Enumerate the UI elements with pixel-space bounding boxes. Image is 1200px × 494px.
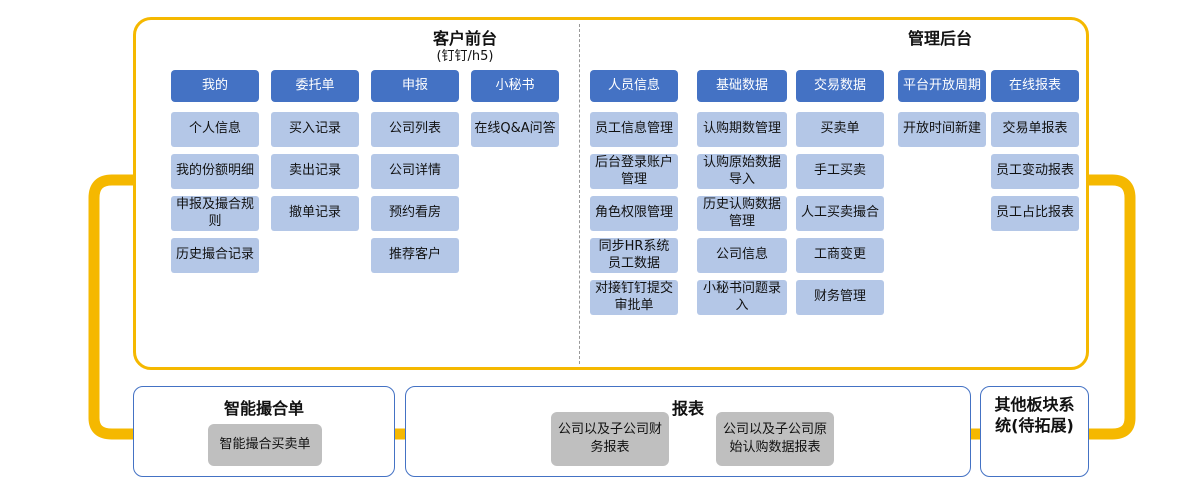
- module-item: 公司详情: [371, 154, 459, 189]
- module-item: 推荐客户: [371, 238, 459, 273]
- client-title: 客户前台: [432, 29, 497, 48]
- module-item: 买卖单: [796, 112, 884, 147]
- module-header-orders: 委托单: [271, 70, 359, 102]
- module-item: 个人信息: [171, 112, 259, 147]
- module-header-online-reports: 在线报表: [991, 70, 1079, 102]
- module-item: 员工变动报表: [991, 154, 1079, 189]
- module-item: 员工信息管理: [590, 112, 678, 147]
- reports-box: [405, 386, 971, 477]
- matching-title: 智能撮合单: [223, 399, 304, 418]
- module-item: 同步HR系统员工数据: [590, 238, 678, 273]
- module-item: 预约看房: [371, 196, 459, 231]
- module-item: 角色权限管理: [590, 196, 678, 231]
- module-item: 小秘书问题录入: [697, 280, 787, 315]
- module-item: 认购期数管理: [697, 112, 787, 147]
- module-column-orders: 买入记录 卖出记录 撤单记录: [271, 112, 359, 231]
- reports-title: 报表: [671, 399, 704, 418]
- module-header-open-period: 平台开放周期: [898, 70, 986, 102]
- module-item: 历史认购数据管理: [697, 196, 787, 231]
- module-item: 在线Q&A问答: [471, 112, 559, 147]
- module-column-online-reports: 交易单报表 员工变动报表 员工占比报表: [991, 112, 1079, 231]
- module-item: 手工买卖: [796, 154, 884, 189]
- module-header-basic-data: 基础数据: [697, 70, 787, 102]
- report-item: 公司以及子公司财务报表: [551, 412, 669, 466]
- module-item: 公司列表: [371, 112, 459, 147]
- module-item: 申报及撮合规则: [171, 196, 259, 231]
- client-subtitle: (钉钉/h5): [436, 49, 494, 64]
- module-item: 人工买卖撮合: [796, 196, 884, 231]
- module-column-staff: 员工信息管理 后台登录账户管理 角色权限管理 同步HR系统员工数据 对接钉钉提交…: [590, 112, 678, 315]
- module-column-basic-data: 认购期数管理 认购原始数据导入 历史认购数据管理 公司信息 小秘书问题录入: [697, 112, 787, 315]
- module-item: 工商变更: [796, 238, 884, 273]
- module-item: 员工占比报表: [991, 196, 1079, 231]
- module-header-staff: 人员信息: [590, 70, 678, 102]
- module-header-my: 我的: [171, 70, 259, 102]
- module-item: 历史撮合记录: [171, 238, 259, 273]
- module-header-assistant: 小秘书: [471, 70, 559, 102]
- module-item: 我的份额明细: [171, 154, 259, 189]
- module-item: 对接钉钉提交审批单: [590, 280, 678, 315]
- module-column-trade-data: 买卖单 手工买卖 人工买卖撮合 工商变更 财务管理: [796, 112, 884, 315]
- module-item: 交易单报表: [991, 112, 1079, 147]
- module-item: 后台登录账户管理: [590, 154, 678, 189]
- module-column-my: 个人信息 我的份额明细 申报及撮合规则 历史撮合记录: [171, 112, 259, 273]
- module-header-declare: 申报: [371, 70, 459, 102]
- report-item: 公司以及子公司原始认购数据报表: [716, 412, 834, 466]
- other-title: 其他板块系统(待拓展): [994, 395, 1075, 435]
- module-item: 开放时间新建: [898, 112, 986, 147]
- module-item: 买入记录: [271, 112, 359, 147]
- admin-title: 管理后台: [907, 29, 972, 48]
- module-item: 卖出记录: [271, 154, 359, 189]
- matching-item: 智能撮合买卖单: [208, 424, 322, 466]
- module-item: 财务管理: [796, 280, 884, 315]
- module-item: 认购原始数据导入: [697, 154, 787, 189]
- module-column-assistant: 在线Q&A问答: [471, 112, 559, 147]
- module-header-trade-data: 交易数据: [796, 70, 884, 102]
- other-box: [980, 386, 1089, 477]
- module-item: 公司信息: [697, 238, 787, 273]
- section-divider: [579, 24, 580, 364]
- module-item: 撤单记录: [271, 196, 359, 231]
- module-column-open-period: 开放时间新建: [898, 112, 986, 147]
- module-column-declare: 公司列表 公司详情 预约看房 推荐客户: [371, 112, 459, 273]
